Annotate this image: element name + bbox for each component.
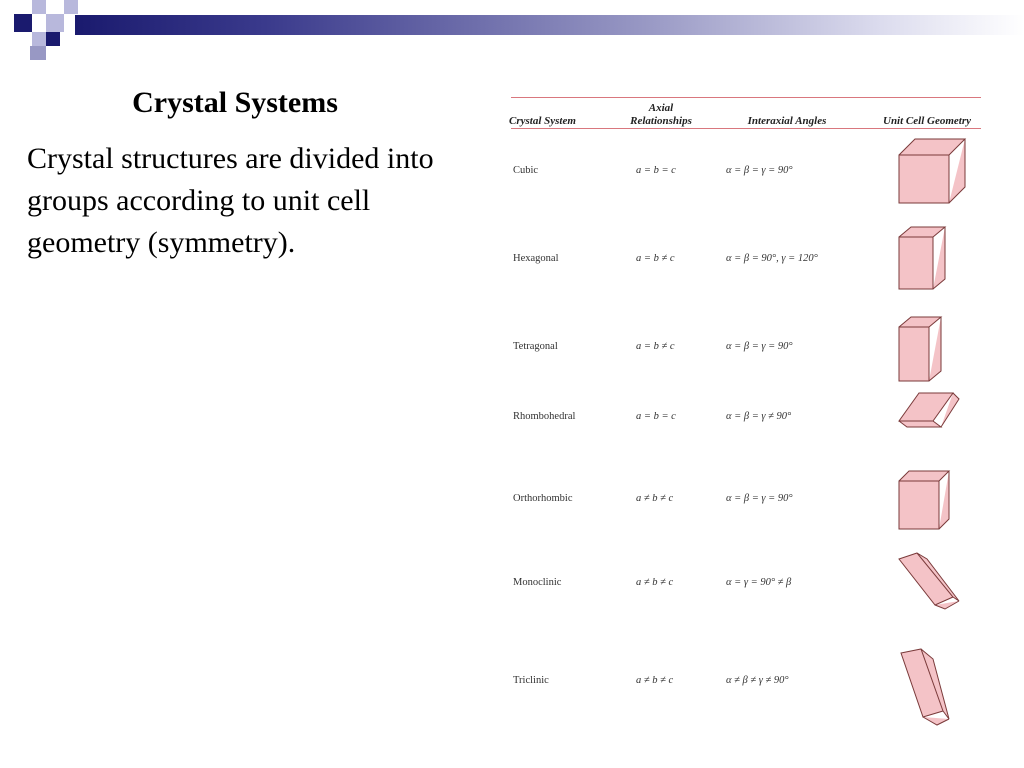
row-axial-relationship: a = b ≠ c: [636, 341, 675, 352]
hexagonal-unit-cell-diagram: [898, 226, 947, 290]
deco-square: [32, 32, 46, 46]
deco-square: [14, 14, 32, 32]
row-crystal-system: Tetragonal: [513, 341, 558, 352]
header-interaxial-angles: Interaxial Angles: [747, 115, 827, 127]
triclinic-unit-cell-diagram: [900, 648, 950, 726]
row-crystal-system: Cubic: [513, 165, 539, 176]
header-rule-top: [511, 97, 981, 98]
row-crystal-system: Hexagonal: [513, 253, 559, 264]
deco-square: [46, 14, 64, 32]
row-interaxial-angles: α = β = γ ≠ 90°: [726, 411, 792, 422]
rhombohedral-unit-cell-diagram: [898, 392, 960, 428]
row-interaxial-angles: α = γ = 90° ≠ β: [726, 577, 792, 588]
header-unit-cell-geometry: Unit Cell Geometry: [883, 115, 971, 127]
tetragonal-unit-cell-diagram: [898, 316, 943, 382]
header-gradient-bar: [75, 15, 1024, 35]
deco-square: [64, 0, 78, 14]
row-axial-relationship: a = b ≠ c: [636, 253, 675, 264]
orthorhombic-unit-cell-diagram: [898, 470, 951, 530]
row-interaxial-angles: α ≠ β ≠ γ ≠ 90°: [726, 675, 789, 686]
row-crystal-system: Orthorhombic: [513, 493, 573, 504]
header-axial-line2: Relationships: [630, 115, 692, 127]
row-axial-relationship: a = b = c: [636, 411, 676, 422]
row-interaxial-angles: α = β = 90°, γ = 120°: [726, 253, 818, 264]
deco-square: [46, 32, 60, 46]
row-axial-relationship: a ≠ b ≠ c: [636, 577, 674, 588]
row-interaxial-angles: α = β = γ = 90°: [726, 493, 793, 504]
row-interaxial-angles: α = β = γ = 90°: [726, 341, 793, 352]
cubic-unit-cell-diagram: [898, 138, 967, 204]
row-crystal-system: Rhombohedral: [513, 411, 576, 422]
slide-body-text: Crystal structures are divided into grou…: [27, 142, 434, 259]
slide-title: Crystal Systems: [132, 86, 338, 119]
row-axial-relationship: a ≠ b ≠ c: [636, 675, 674, 686]
monoclinic-unit-cell-diagram: [898, 552, 960, 610]
row-crystal-system: Triclinic: [513, 675, 549, 686]
row-axial-relationship: a = b = c: [636, 165, 676, 176]
header-crystal-system: Crystal System: [509, 115, 576, 127]
header-rule-bottom: [511, 128, 981, 129]
crystal-systems-figure: Crystal System Axial Relationships Inter…: [503, 55, 988, 735]
deco-square: [32, 0, 46, 14]
row-interaxial-angles: α = β = γ = 90°: [726, 165, 793, 176]
slide-decoration: [0, 0, 1024, 62]
row-crystal-system: Monoclinic: [513, 577, 562, 588]
deco-square: [30, 46, 46, 60]
row-axial-relationship: a ≠ b ≠ c: [636, 493, 674, 504]
header-axial-line1: Axial: [648, 102, 674, 114]
